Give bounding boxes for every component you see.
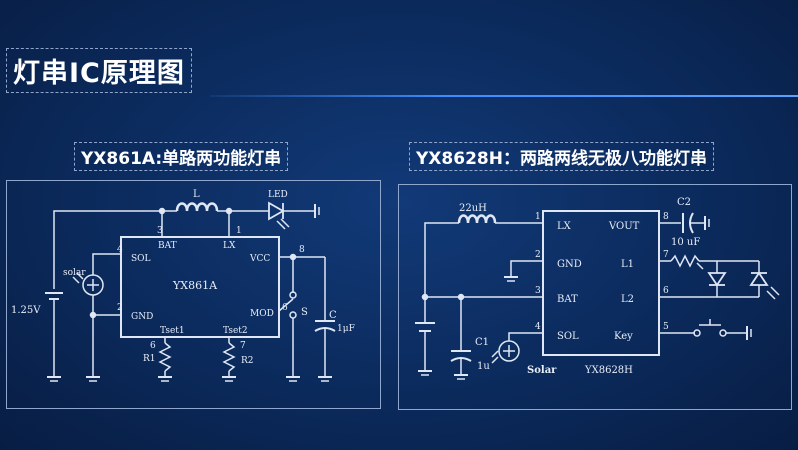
pin-num-lx: 1 xyxy=(535,212,541,222)
pin-label-gnd: GND xyxy=(131,312,153,322)
top-wire xyxy=(53,210,177,289)
pin-num-sol: 4 xyxy=(117,245,123,255)
c2-label: C2 xyxy=(677,197,691,208)
battery-label: 1.25V xyxy=(11,305,41,316)
yx8628h-chip xyxy=(542,210,660,356)
c1-value: 1u xyxy=(477,361,490,372)
pin-num-l2: 6 xyxy=(663,286,669,296)
c2-value: 10 uF xyxy=(671,237,700,248)
solar-label: Solar xyxy=(527,365,557,376)
pin-label-gnd: GND xyxy=(557,259,582,270)
yx8628h-schematic-panel: YX8628H LX GND BAT SOL VOUT L1 L2 Key 1 … xyxy=(398,184,792,410)
solar-cell-icon xyxy=(498,340,520,362)
led-icon xyxy=(749,271,769,286)
yx8628h-schematic: YX8628H LX GND BAT SOL VOUT L1 L2 Key 1 … xyxy=(415,197,780,380)
yx861a-schematic: YX861A BAT LX VCC SOL GND MOD Tset1 Tset… xyxy=(11,189,355,382)
switch-s xyxy=(289,291,297,299)
pin-num-tset1: 6 xyxy=(150,341,156,351)
title-underline xyxy=(210,95,798,97)
yx861a-chip xyxy=(120,236,280,338)
inductor-label: L xyxy=(193,189,200,200)
resistor-r1 xyxy=(158,342,172,372)
pin-label-sol: SOL xyxy=(131,254,151,264)
pin-label-tset1: Tset1 xyxy=(160,326,185,336)
resistor-r2 xyxy=(222,342,236,372)
right-caption: YX8628H：两路两线无极八功能灯串 xyxy=(409,142,714,171)
pin-num-mod: 6 xyxy=(282,303,288,313)
pin-num-gnd: 2 xyxy=(535,250,541,260)
pin-num-sol: 4 xyxy=(535,322,541,332)
led-icon xyxy=(707,272,727,287)
pin-label-vcc: VCC xyxy=(249,254,270,264)
pin-label-sol: SOL xyxy=(557,331,579,342)
left-caption: YX861A:单路两功能灯串 xyxy=(74,142,289,171)
pin-num-tset2: 7 xyxy=(240,341,246,351)
cap-value: 1μF xyxy=(337,324,355,334)
yx861a-schematic-panel: YX861A BAT LX VCC SOL GND MOD Tset1 Tset… xyxy=(6,180,381,409)
pin-label-vout: VOUT xyxy=(608,221,640,232)
pin-num-lx: 1 xyxy=(236,226,242,236)
pin-label-key: Key xyxy=(614,331,633,342)
pin-num-bat: 3 xyxy=(535,286,541,296)
resistor-l1 xyxy=(670,254,700,268)
pin-label-l1: L1 xyxy=(621,259,634,270)
inductor-22uh xyxy=(457,214,497,224)
led-label: LED xyxy=(268,190,288,200)
pin-label-bat: BAT xyxy=(158,241,177,251)
pin-label-lx: LX xyxy=(557,221,572,232)
pin-label-mod: MOD xyxy=(250,309,274,319)
pin-label-lx: LX xyxy=(223,241,236,251)
pin-num-gnd: 2 xyxy=(117,303,123,313)
page-title-box: 灯串IC原理图 xyxy=(6,48,192,93)
inductor-l xyxy=(175,202,219,212)
switch-label: S xyxy=(301,307,308,318)
yx8628h-chip-name: YX8628H xyxy=(584,365,633,376)
pin-num-key: 5 xyxy=(663,322,669,332)
inductor-label: 22uH xyxy=(459,203,487,214)
pin-num-vout: 8 xyxy=(663,212,669,222)
pin-num-bat: 3 xyxy=(157,226,163,236)
c1-label: C1 xyxy=(475,337,489,348)
page-title: 灯串IC原理图 xyxy=(13,58,185,89)
key-switch-icon xyxy=(693,329,701,337)
pin-label-l2: L2 xyxy=(621,294,634,305)
r1-label: R1 xyxy=(143,354,156,364)
r2-label: R2 xyxy=(241,356,254,366)
solar-label: solar xyxy=(63,268,86,278)
pin-num-l1: 7 xyxy=(663,250,669,260)
pin-label-tset2: Tset2 xyxy=(223,326,248,336)
pin-label-bat: BAT xyxy=(557,294,578,305)
led-icon xyxy=(268,201,285,221)
yx861a-chip-name: YX861A xyxy=(172,279,218,292)
cap-label: C xyxy=(329,310,337,321)
pin-num-vcc: 8 xyxy=(299,245,305,255)
